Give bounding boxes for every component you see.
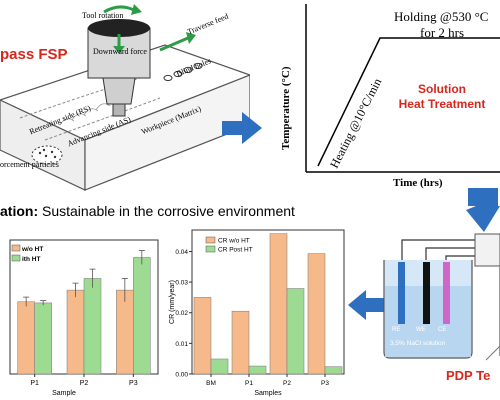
chart1-bar-P3-1	[133, 257, 151, 375]
potentiostat-box	[474, 233, 500, 267]
fsp-title: pass FSP	[0, 46, 68, 63]
chart1-bar-P2-0	[66, 289, 85, 375]
chart-2: 0.00 0.01 0.02 0.03 0.04 CR (mm/year) CR w/o H…	[169, 229, 345, 397]
chart2-yticklabel-0.00: 0.00	[175, 372, 188, 379]
re-electrode	[398, 262, 405, 324]
ce-electrode	[443, 262, 450, 324]
chart1-bar-P1-1	[34, 302, 52, 375]
chart2-ticklabel-P3: P3	[321, 380, 329, 387]
chart2-xlabel: Samples	[254, 390, 282, 397]
ht-solution-label: Solution Heat Treatment	[392, 82, 492, 112]
arrow-right-icon	[222, 112, 262, 144]
ht-duration-label: for 2 hrs	[420, 25, 465, 40]
chart2-bar-BM-1	[210, 358, 229, 375]
pdp-ce-label: CE	[438, 327, 447, 333]
chart2-bar-P3-1	[324, 366, 343, 375]
chart1-ticklabel-P2: P2	[80, 380, 89, 387]
chart2-bar-P2-1	[286, 288, 305, 375]
chart2-frame	[191, 229, 345, 375]
blind-holes-marks	[163, 62, 203, 82]
ht-solution-line1: Solution	[418, 82, 466, 96]
chart2-yticklabel-0.01: 0.01	[175, 341, 188, 348]
we-electrode	[423, 262, 430, 324]
rotation-arrow	[103, 5, 135, 14]
particle-circle	[31, 145, 63, 165]
ht-y-label: Temperature (°C)	[280, 66, 292, 150]
chart1-bar-P1-0	[17, 301, 35, 375]
particle-dots	[38, 148, 57, 159]
chart1-bar-P2-1	[83, 278, 102, 375]
ht-x-label: Time (hrs)	[393, 177, 443, 189]
pdp-cell	[383, 233, 500, 361]
conclusion-text: ation: Sustainable in the corrosive envi…	[0, 203, 295, 219]
fsp-schematic	[0, 4, 250, 191]
chart1-legend-1: ith HT	[22, 256, 40, 263]
conclusion-prefix: ation:	[0, 203, 39, 219]
chart2-ticklabel-P2: P2	[283, 380, 291, 387]
chart1-legend-swatch-0	[11, 244, 21, 252]
arrow-down-icon	[466, 188, 500, 232]
chart2-yticklabel-0.02: 0.02	[175, 310, 188, 317]
chart1-legend-0: w/o HT	[21, 246, 43, 253]
chart2-legend-swatch-0	[205, 236, 216, 244]
chart2-bar-P2-0	[269, 233, 288, 375]
ht-profile-line	[317, 37, 500, 167]
chart1-xlabel: Sample	[52, 390, 76, 397]
pdp-we-label: WE	[416, 327, 426, 333]
chart2-yticklabel-0.03: 0.03	[175, 280, 188, 287]
pdp-title: PDP Te	[446, 368, 491, 383]
fsp-tool	[87, 19, 151, 117]
chart2-bar-P1-1	[248, 365, 267, 375]
chart1-bar-P3-0	[116, 289, 134, 375]
chart1-ticklabel-P1: P1	[30, 380, 39, 387]
pdp-solution-label: 3.5% NaCl solution	[390, 340, 446, 347]
chart2-ticklabel-BM: BM	[206, 380, 216, 387]
workpiece-side	[84, 74, 250, 191]
chart1-legend-swatch-1	[11, 254, 21, 262]
heat-treatment-plot	[305, 4, 500, 173]
chart2-bar-BM-0	[193, 297, 212, 375]
chart2-bar-P1-0	[231, 310, 250, 375]
chart2-ylabel: CR (mm/year)	[169, 280, 176, 324]
chart2-yticklabel-0.04: 0.04	[175, 249, 188, 256]
ht-holding-label: Holding @530 °C	[394, 9, 489, 24]
chart1-ticklabel-P3: P3	[129, 380, 138, 387]
chart2-legend-0: CR w/o HT	[218, 238, 250, 245]
conclusion-body: Sustainable in the corrosive environment	[42, 203, 295, 219]
arrow-left-icon	[348, 290, 386, 320]
reinforcement-label: orcement particles	[0, 160, 59, 169]
chart2-legend-swatch-1	[205, 245, 216, 253]
chart2-ticklabel-P1: P1	[245, 380, 253, 387]
downward-force-label: Downward force	[93, 47, 147, 56]
ht-solution-line2: Heat Treatment	[398, 97, 486, 111]
as-band	[44, 97, 161, 141]
chart2-bar-P3-0	[307, 253, 326, 375]
pdp-re-label: RE	[392, 327, 401, 333]
traverse-arrow	[159, 36, 189, 52]
tool-rotation-label: Tool rotation	[82, 11, 124, 20]
chart2-legend-1: CR Post HT	[218, 247, 253, 254]
